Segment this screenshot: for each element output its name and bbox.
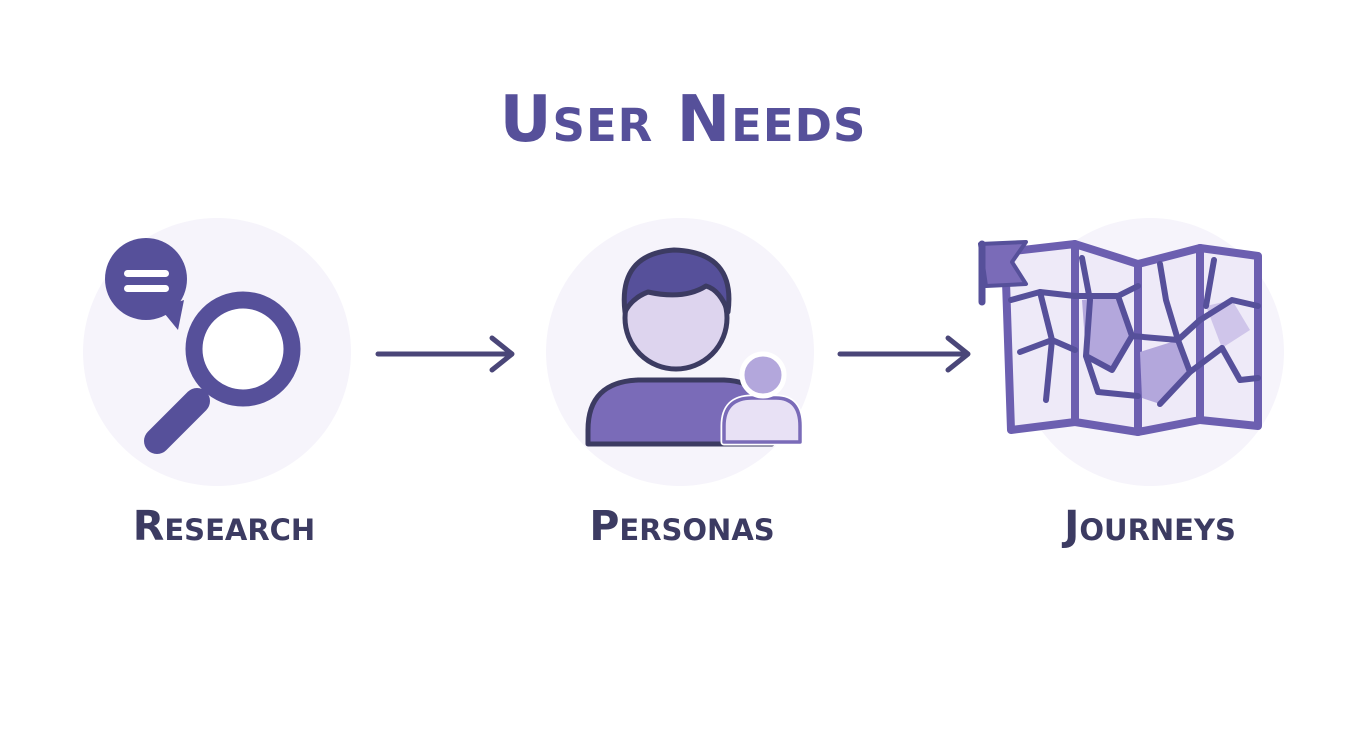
arrow-right-icon <box>837 335 971 373</box>
step-label-research: Research <box>132 502 316 550</box>
magnifier-chat-icon <box>105 238 301 454</box>
flag-icon <box>978 240 1028 306</box>
diagram-title: User Needs <box>499 83 867 157</box>
chat-bubble-icon <box>105 238 187 330</box>
small-person-icon <box>720 351 804 446</box>
map-icon <box>978 240 1262 436</box>
step-label-personas: Personas <box>589 502 775 550</box>
step-label-journeys: Journeys <box>1064 502 1236 550</box>
arrow-right-icon <box>375 335 515 373</box>
magnifier-icon <box>144 291 301 454</box>
person-icon <box>585 247 775 447</box>
persona-icon <box>585 247 804 447</box>
